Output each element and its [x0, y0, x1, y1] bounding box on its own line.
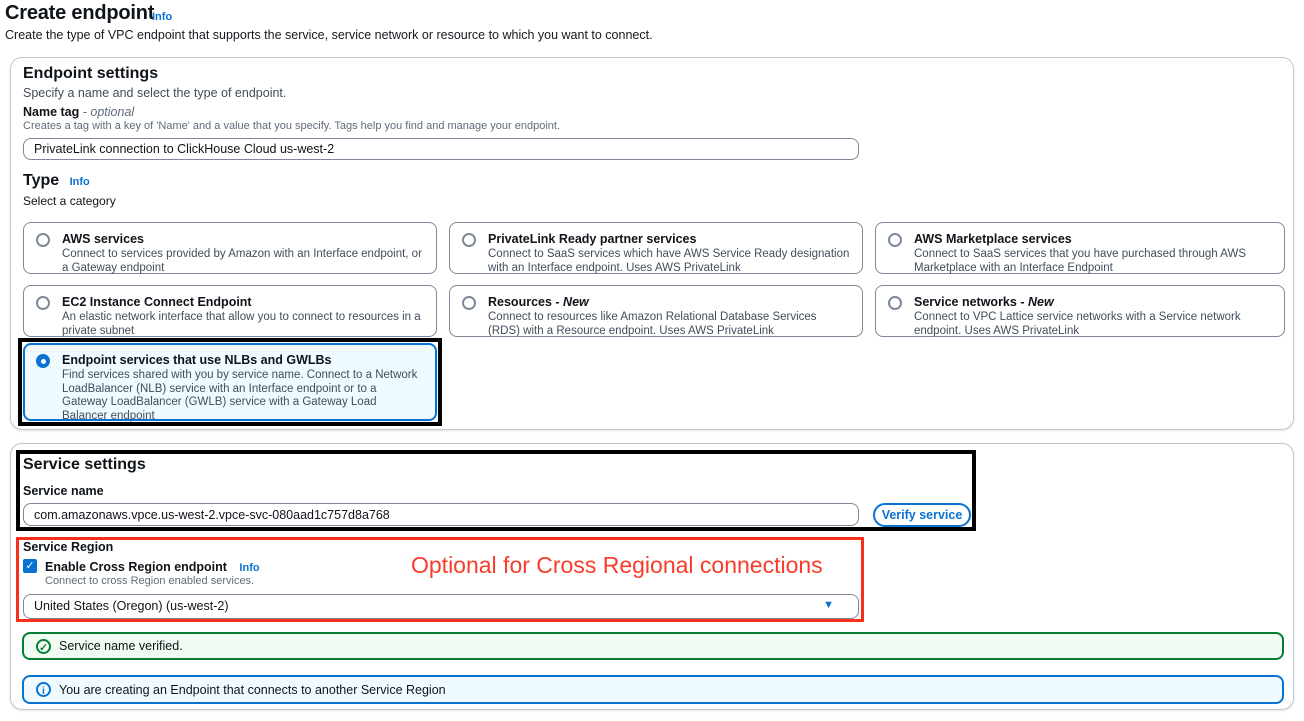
radio-tile-ec2-instance-connect[interactable]: EC2 Instance Connect Endpoint An elastic… — [23, 285, 437, 337]
radio-tile-privatelink-partner[interactable]: PrivateLink Ready partner services Conne… — [449, 222, 863, 274]
service-name-input[interactable] — [23, 503, 859, 526]
tile-title: AWS Marketplace services — [914, 232, 1072, 246]
type-label: Type — [23, 172, 60, 189]
radio-selected-icon[interactable] — [36, 354, 50, 368]
tile-title: Endpoint services that use NLBs and GWLB… — [62, 353, 332, 367]
page-title: Create endpoint — [5, 2, 155, 24]
radio-icon[interactable] — [462, 296, 476, 310]
tile-new-badge: - New — [1020, 295, 1054, 309]
info-alert: i You are creating an Endpoint that conn… — [22, 675, 1284, 704]
annotation-box-selected-tile — [18, 338, 442, 426]
tile-description: An elastic network interface that allow … — [62, 311, 421, 337]
radio-icon[interactable] — [462, 233, 476, 247]
name-tag-label-text: Name tag — [23, 105, 80, 119]
endpoint-settings-heading: Endpoint settings — [23, 65, 159, 82]
tile-description: Connect to resources like Amazon Relatio… — [488, 311, 817, 337]
success-alert-text: Service name verified. — [59, 639, 183, 653]
cross-region-checkbox-label[interactable]: Enable Cross Region endpoint — [45, 560, 227, 574]
service-region-selected-value: United States (Oregon) (us-west-2) — [34, 599, 229, 613]
annotation-text-cross-regional: Optional for Cross Regional connections — [411, 552, 823, 578]
service-settings-heading: Service settings — [23, 456, 146, 473]
success-check-icon: ✓ — [36, 638, 51, 654]
annotation-box-service-region — [16, 537, 864, 622]
type-description: Select a category — [23, 194, 116, 208]
tile-title: PrivateLink Ready partner services — [488, 232, 697, 246]
chevron-down-icon: ▼ — [823, 599, 834, 611]
service-region-select[interactable]: United States (Oregon) (us-west-2) ▼ — [23, 594, 859, 619]
tile-description: Connect to services provided by Amazon w… — [62, 248, 422, 274]
cross-region-info-link[interactable]: Info — [239, 562, 260, 574]
tile-description: Find services shared with you by service… — [62, 369, 418, 422]
success-alert: ✓ Service name verified. — [22, 632, 1284, 660]
endpoint-settings-description: Specify a name and select the type of en… — [23, 86, 287, 100]
tile-title: Service networks — [914, 295, 1017, 309]
annotation-box-service-settings — [16, 450, 976, 531]
type-label-row: Type Info — [23, 172, 90, 190]
radio-icon[interactable] — [36, 296, 50, 310]
radio-tile-marketplace[interactable]: AWS Marketplace services Connect to SaaS… — [875, 222, 1285, 274]
radio-tile-resources[interactable]: Resources - New Connect to resources lik… — [449, 285, 863, 337]
name-tag-help: Creates a tag with a key of 'Name' and a… — [23, 120, 561, 132]
name-tag-input[interactable] — [23, 138, 859, 160]
tile-description: Connect to VPC Lattice service networks … — [914, 311, 1241, 337]
name-tag-optional: - optional — [82, 105, 135, 119]
info-alert-text: You are creating an Endpoint that connec… — [59, 682, 446, 697]
info-circle-icon: i — [36, 682, 51, 697]
radio-tile-aws-services[interactable]: AWS services Connect to services provide… — [23, 222, 437, 274]
service-settings-card: Service settings Service name Verify ser… — [10, 443, 1294, 710]
cross-region-checkbox-row: Enable Cross Region endpoint Info — [45, 558, 260, 576]
radio-icon[interactable] — [888, 233, 902, 247]
radio-icon[interactable] — [888, 296, 902, 310]
cross-region-help: Connect to cross Region enabled services… — [45, 575, 255, 587]
type-info-link[interactable]: Info — [69, 176, 90, 188]
page-info-link[interactable]: Info — [152, 11, 173, 23]
page-subtitle: Create the type of VPC endpoint that sup… — [5, 28, 653, 42]
radio-tile-endpoint-services-nlb-gwlb[interactable]: Endpoint services that use NLBs and GWLB… — [23, 343, 437, 422]
tile-description: Connect to SaaS services that you have p… — [914, 248, 1246, 274]
tile-new-badge: - New — [555, 295, 589, 309]
tile-title: EC2 Instance Connect Endpoint — [62, 295, 252, 309]
radio-icon[interactable] — [36, 233, 50, 247]
name-tag-label: Name tag - optional — [23, 105, 134, 119]
radio-tile-service-networks[interactable]: Service networks - New Connect to VPC La… — [875, 285, 1285, 337]
service-region-label: Service Region — [23, 540, 114, 554]
service-name-label: Service name — [23, 484, 104, 498]
tile-description: Connect to SaaS services which have AWS … — [488, 248, 850, 274]
endpoint-settings-card: Endpoint settings Specify a name and sel… — [10, 57, 1294, 430]
tile-title: Resources — [488, 295, 552, 309]
tile-title: AWS services — [62, 232, 144, 246]
cross-region-checkbox[interactable]: ✓ — [23, 559, 37, 573]
verify-service-button[interactable]: Verify service — [873, 503, 971, 527]
